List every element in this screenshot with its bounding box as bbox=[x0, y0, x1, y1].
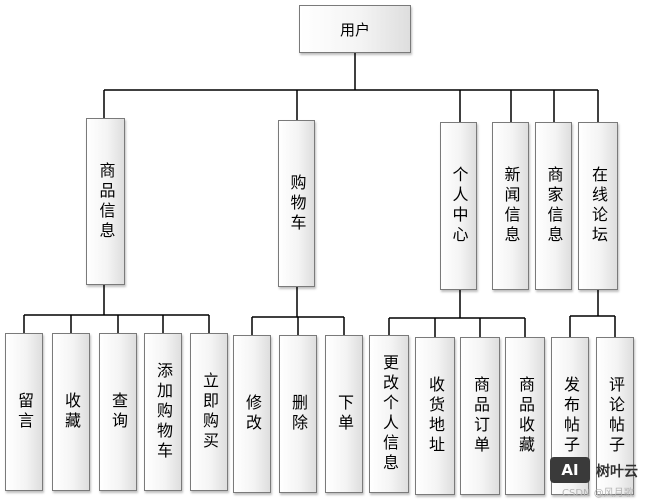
node-leaf-product-orders: 商品订单 bbox=[460, 337, 500, 495]
node-category-forum: 在线论坛 bbox=[578, 122, 618, 290]
node-label: 商品信息 bbox=[96, 161, 116, 242]
node-leaf-favorite: 收藏 bbox=[52, 333, 90, 491]
node-leaf-buy-now: 立即购买 bbox=[190, 333, 228, 491]
node-label: 更改个人信息 bbox=[380, 354, 399, 474]
node-leaf-modify: 修改 bbox=[233, 335, 271, 493]
node-category-personal-center: 个人中心 bbox=[440, 122, 477, 290]
watermark-credit: CSDN @风月歌 bbox=[562, 488, 634, 499]
node-leaf-comment-post: 评论帖子 bbox=[596, 337, 634, 495]
node-leaf-place-order: 下单 bbox=[325, 335, 363, 493]
node-label: 个人中心 bbox=[449, 166, 469, 246]
node-label: 留言 bbox=[15, 392, 34, 432]
node-label: 新闻信息 bbox=[501, 166, 521, 246]
node-leaf-delete: 删除 bbox=[279, 335, 317, 493]
node-category-merchant: 商家信息 bbox=[535, 122, 572, 290]
node-category-news: 新闻信息 bbox=[492, 122, 529, 290]
node-label: 在线论坛 bbox=[589, 166, 608, 246]
watermark: AI 树叶云 CSDN @风月歌 bbox=[548, 454, 649, 500]
node-label: 收藏 bbox=[62, 392, 81, 432]
node-category-cart: 购物车 bbox=[278, 120, 315, 287]
node-label: 评论帖子 bbox=[606, 376, 625, 456]
node-leaf-product-favorites: 商品收藏 bbox=[505, 337, 545, 495]
node-label: 商品收藏 bbox=[516, 376, 535, 456]
node-label: 修改 bbox=[243, 394, 262, 434]
node-label: 商品订单 bbox=[471, 376, 490, 456]
watermark-name: 树叶云 bbox=[596, 464, 638, 480]
node-leaf-message: 留言 bbox=[5, 333, 43, 491]
node-label: 用户 bbox=[339, 20, 370, 39]
node-leaf-shipping-address: 收货地址 bbox=[415, 337, 455, 495]
node-label: 立即购买 bbox=[200, 372, 219, 452]
node-label: 商家信息 bbox=[544, 166, 564, 246]
node-label: 添加购物车 bbox=[154, 362, 173, 462]
node-label: 发布帖子 bbox=[561, 376, 580, 456]
node-label: 收货地址 bbox=[426, 376, 445, 456]
node-root: 用户 bbox=[299, 5, 411, 53]
node-label: 购物车 bbox=[287, 173, 307, 234]
ai-logo-icon: AI bbox=[550, 457, 590, 483]
node-leaf-search: 查询 bbox=[99, 333, 137, 491]
node-leaf-add-to-cart: 添加购物车 bbox=[144, 333, 182, 491]
node-leaf-edit-profile: 更改个人信息 bbox=[369, 335, 409, 493]
node-category-product-info: 商品信息 bbox=[86, 118, 125, 285]
node-label: 下单 bbox=[335, 394, 354, 434]
node-label: 删除 bbox=[289, 394, 308, 434]
node-label: 查询 bbox=[109, 392, 128, 432]
